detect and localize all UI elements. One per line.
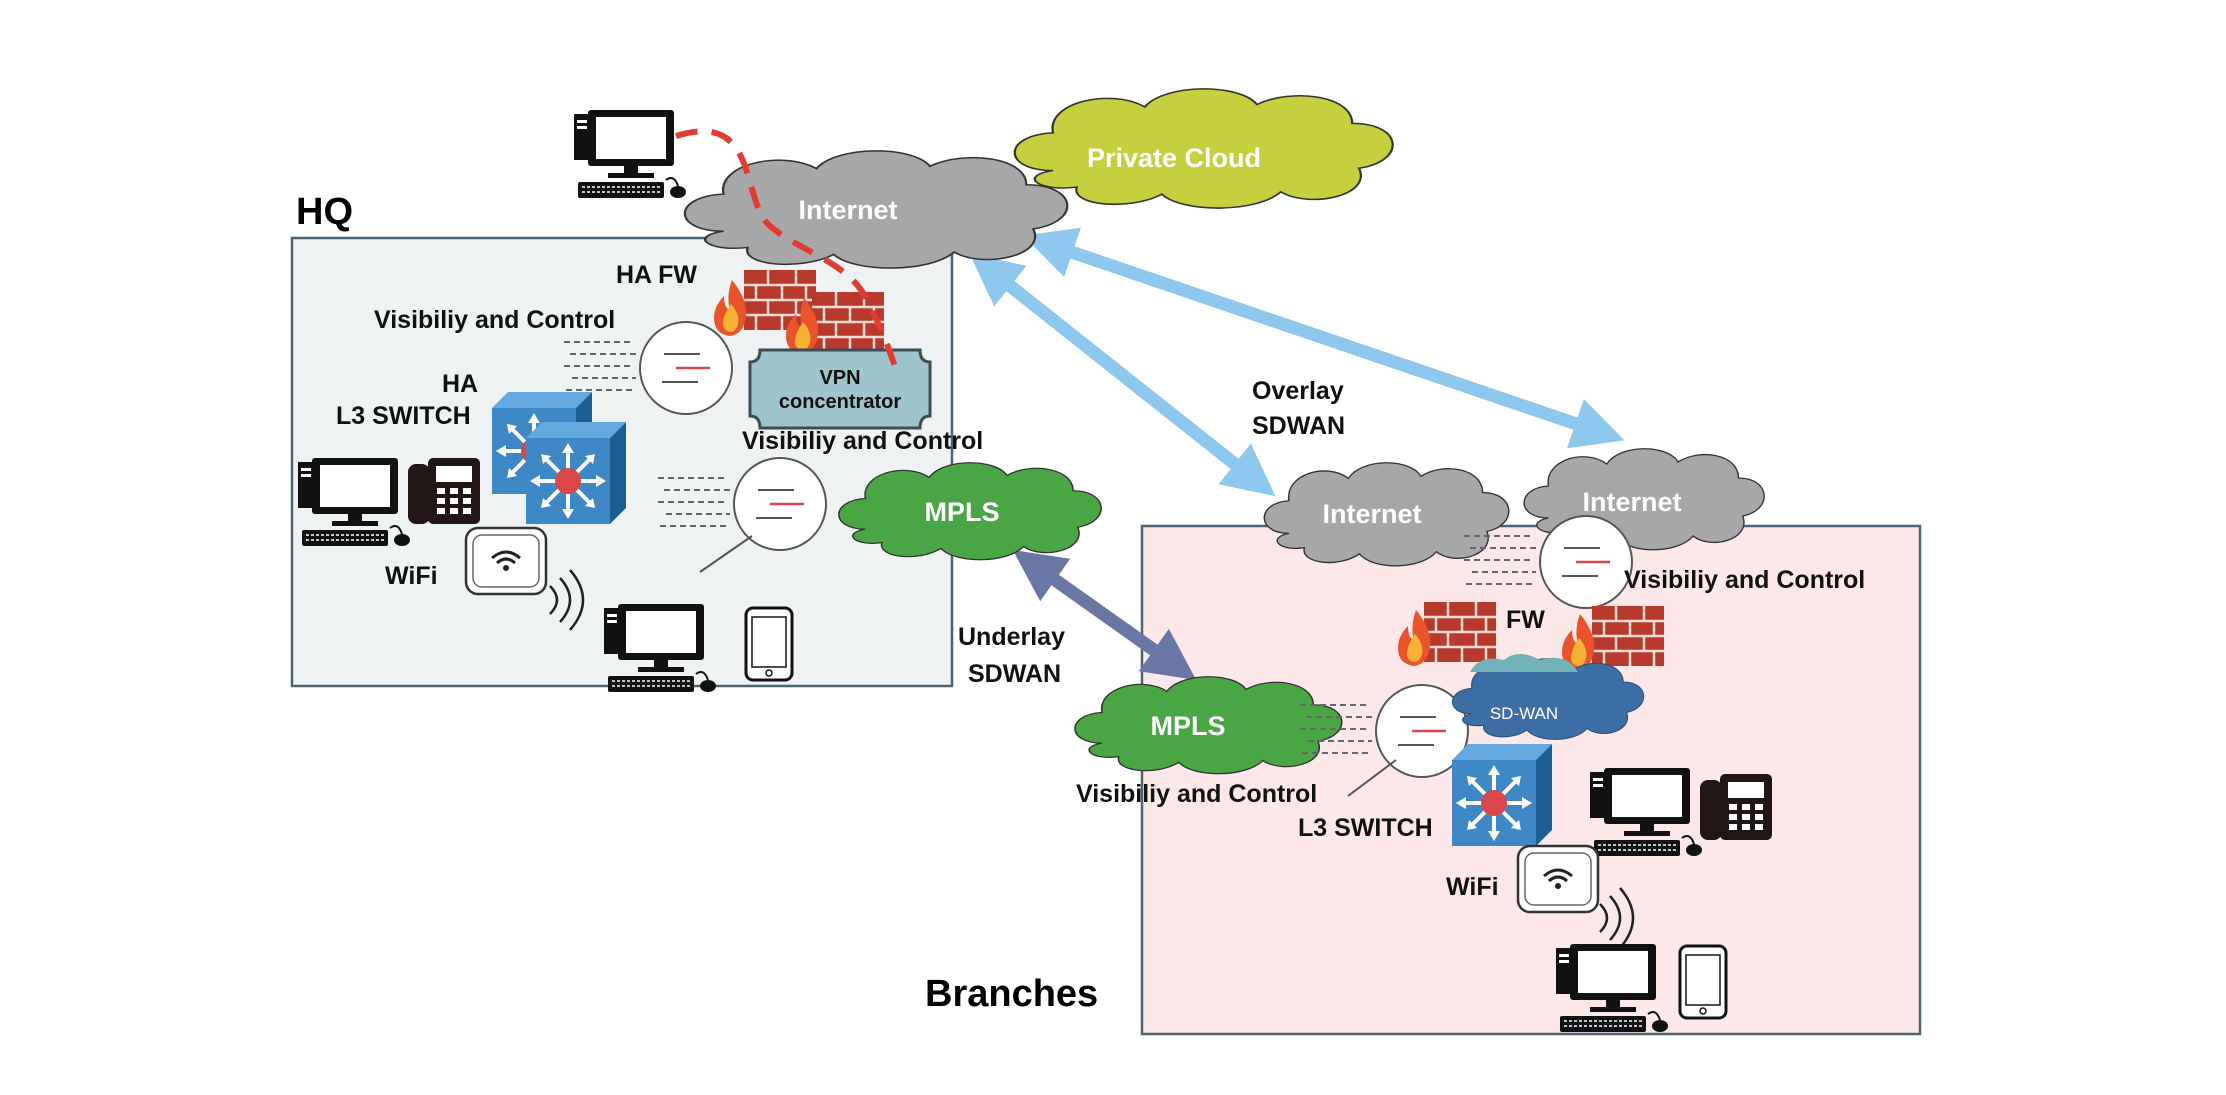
remote-computer-icon [573, 109, 687, 199]
ha-fw-label: HA FW [616, 261, 697, 289]
branch-wifi-icon [1516, 844, 1600, 914]
hq-mobile-phone-icon [744, 606, 794, 682]
ha-l3-switch-label-line1: HA [442, 370, 478, 398]
vpn-label-line1: VPN [819, 367, 860, 389]
branch-fw-label: FW [1506, 606, 1545, 634]
hq-internet-label: Internet [798, 195, 897, 225]
branch-l3-switch-icon [1450, 742, 1554, 848]
hq-desk-phone-icon [408, 458, 480, 524]
firewall-wall-icon [1590, 604, 1666, 668]
branch-desk-phone-icon [1700, 774, 1772, 840]
overlay-arrow-2 [1023, 227, 1625, 449]
firewall-wall-icon [810, 290, 886, 354]
vpn-concentrator: VPN concentrator [748, 348, 932, 430]
branch-mobile-phone-icon [1678, 944, 1728, 1020]
ha-l3-switch-icon [524, 420, 628, 526]
hq-wifi-icon [464, 526, 548, 596]
hq-wifi-label: WiFi [385, 562, 438, 590]
hq-title: HQ [296, 191, 353, 233]
overlay-label-line1: Overlay [1252, 377, 1344, 405]
underlay-label-line2: SDWAN [968, 660, 1061, 688]
vpn-label-line2: concentrator [779, 391, 901, 413]
underlay-label-line1: Underlay [958, 623, 1065, 651]
branch-internet-label-2: Internet [1582, 487, 1681, 517]
branch-l3-switch-label: L3 SWITCH [1298, 814, 1433, 842]
hq-visibility-label-top: Visibiliy and Control [374, 306, 615, 334]
hq-visibility-label-mpls: Visibiliy and Control [742, 427, 983, 455]
branch-mpls-label: MPLS [1150, 711, 1225, 741]
hq-mpls-label: MPLS [924, 497, 999, 527]
private-cloud-label: Private Cloud [1087, 143, 1261, 173]
branch-internet-label-1: Internet [1322, 499, 1421, 529]
overlay-label-line2: SDWAN [1252, 412, 1345, 440]
visibility-connector [1347, 759, 1397, 797]
vpn-tunnel-dashed [675, 128, 901, 377]
ha-l3-switch-label-line2: L3 SWITCH [336, 402, 471, 430]
branch-visibility-label-internet: Visibiliy and Control [1624, 566, 1865, 594]
branch-visibility-label-mpls: Visibiliy and Control [1076, 780, 1317, 808]
visibility-connector [699, 535, 753, 573]
branch-wifi-label: WiFi [1446, 873, 1499, 901]
branches-title: Branches [925, 973, 1098, 1015]
firewall-wall-icon [1422, 600, 1498, 664]
sdwan-label: SD-WAN [1490, 704, 1558, 723]
underlay-arrow [1012, 549, 1197, 681]
